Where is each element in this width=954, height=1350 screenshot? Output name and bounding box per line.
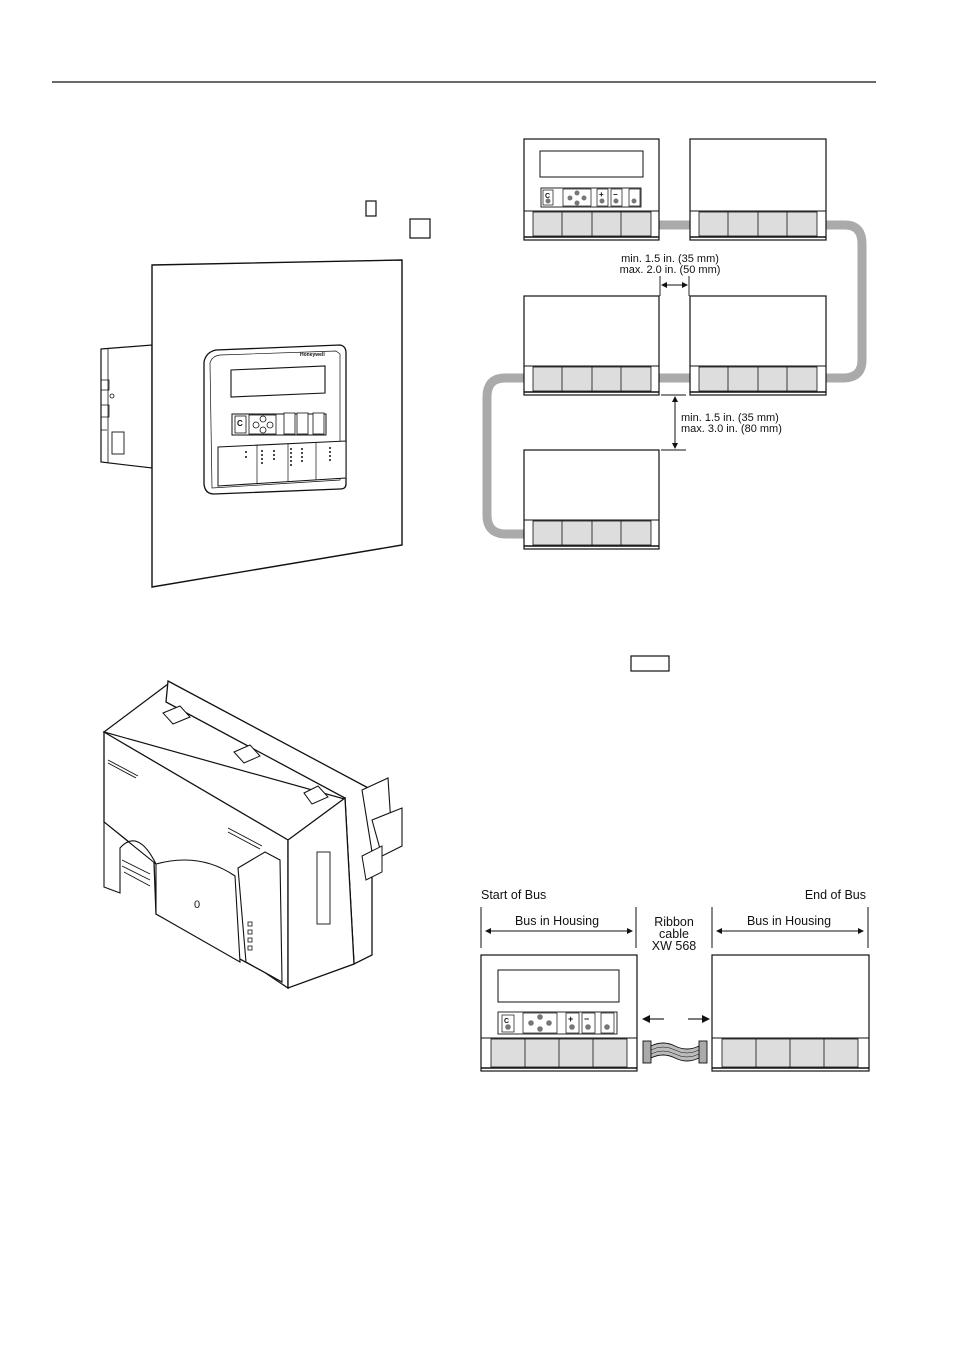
panel-mounting-illustration: Honeywell C bbox=[101, 260, 402, 587]
right-bus-in-housing-label: Bus in Housing bbox=[747, 914, 831, 928]
bus-controller-minus-key: − bbox=[584, 1014, 589, 1024]
module-controller-top-left: C + − bbox=[524, 139, 659, 240]
horizontal-gap-max-label: max. 2.0 in. (50 mm) bbox=[620, 264, 721, 276]
housing-mark-text: 0 bbox=[194, 899, 200, 911]
vertical-gap-max-label: max. 3.0 in. (80 mm) bbox=[681, 423, 782, 435]
bus-controller-plus-key: + bbox=[568, 1014, 573, 1024]
reference-box-small bbox=[366, 201, 376, 216]
ribbon-cable-label-line3: XW 568 bbox=[652, 939, 697, 953]
bus-controller-clear-key: C bbox=[504, 1018, 509, 1025]
module1-minus-key: − bbox=[613, 190, 618, 199]
module1-plus-key: + bbox=[599, 190, 604, 199]
reference-box-square bbox=[410, 219, 430, 238]
end-of-bus-label: End of Bus bbox=[805, 888, 866, 902]
ribbon-cable bbox=[643, 1041, 707, 1063]
module-middle-left bbox=[524, 296, 659, 395]
bus-end-housing bbox=[712, 955, 869, 1071]
spacing-diagram: C + − bbox=[487, 139, 862, 549]
left-bus-in-housing-label: Bus in Housing bbox=[515, 914, 599, 928]
module-top-right bbox=[690, 139, 826, 240]
panel-brand-text: Honeywell bbox=[300, 352, 325, 358]
module-bottom-left bbox=[524, 450, 659, 549]
panel-clear-key-label: C bbox=[237, 419, 243, 428]
module-middle-right bbox=[690, 296, 826, 395]
bus-diagram: Start of Bus End of Bus Bus in Housing B… bbox=[481, 888, 869, 1071]
reference-box-wide bbox=[631, 656, 669, 671]
bus-start-controller: C + − bbox=[481, 955, 637, 1071]
start-of-bus-label: Start of Bus bbox=[481, 888, 546, 902]
din-rail-housing-illustration: 0 bbox=[104, 681, 402, 988]
